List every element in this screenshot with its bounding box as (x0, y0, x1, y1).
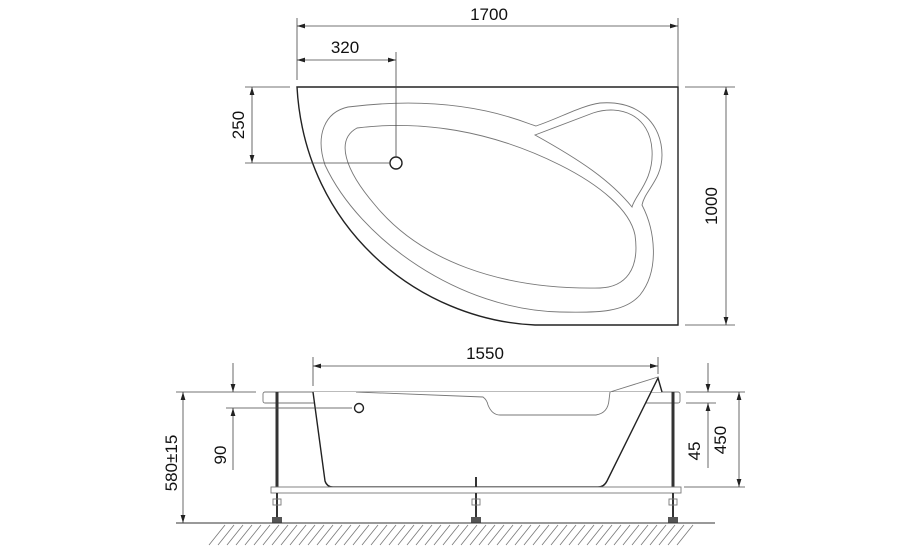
basin-outline (344, 124, 637, 289)
hatch-line (532, 524, 550, 546)
hatch-line (505, 524, 523, 546)
rim-inner-edge (320, 102, 663, 313)
hatch-line (568, 524, 586, 546)
dimension-label-320: 320 (331, 38, 359, 57)
hatch-line (523, 524, 541, 546)
dimension-label-250: 250 (229, 111, 248, 139)
hatch-line (595, 524, 613, 546)
hatch-line (388, 524, 406, 546)
top-view: 1700 320 250 1000 (229, 5, 735, 326)
hatch-line (271, 524, 289, 546)
headrest-outline (533, 109, 653, 208)
hatch-line (262, 524, 280, 546)
hatch-line (451, 524, 469, 546)
dimension-label-450: 450 (711, 426, 730, 454)
backrest-line (609, 376, 659, 393)
hatch-line (622, 524, 640, 546)
hatch-line (280, 524, 298, 546)
hatch-line (649, 524, 667, 546)
hatch-line (352, 524, 370, 546)
hatch-line (325, 524, 343, 546)
dimension-label-580: 580±15 (162, 435, 181, 492)
hatch-line (370, 524, 388, 546)
side-view: 1550 90 580±15 45 450 (162, 344, 745, 546)
hatch-line (307, 524, 325, 546)
hatch-line (577, 524, 595, 546)
hatch-line (604, 524, 622, 546)
hatch-line (316, 524, 334, 546)
hatch-line (487, 524, 505, 546)
overflow-circle (353, 402, 365, 414)
hatch-line (235, 524, 253, 546)
foot (668, 493, 678, 523)
hatch-line (208, 524, 226, 546)
hatch-line (478, 524, 496, 546)
hatch-line (253, 524, 271, 546)
hatch-line (667, 524, 685, 546)
hatch-line (613, 524, 631, 546)
hatch-line (217, 524, 235, 546)
hatch-line (244, 524, 262, 546)
hatch-line (559, 524, 577, 546)
hatch-line (226, 524, 244, 546)
hatch-line (514, 524, 532, 546)
dimension-label-90: 90 (211, 446, 230, 465)
hatch-line (586, 524, 604, 546)
hatch-line (550, 524, 568, 546)
foot (272, 493, 282, 523)
dimension-label-45: 45 (685, 442, 704, 461)
dimension-label-1000: 1000 (702, 187, 721, 225)
hatch-line (541, 524, 559, 546)
hatch-line (361, 524, 379, 546)
hatch-line (433, 524, 451, 546)
hatch-line (379, 524, 397, 546)
hatch-line (469, 524, 487, 546)
hatch-line (406, 524, 424, 546)
tub-outline-top (296, 86, 679, 326)
foot (471, 493, 481, 523)
hatch-line (298, 524, 316, 546)
hatch-line (343, 524, 361, 546)
hatch-line (334, 524, 352, 546)
dimension-label-1550: 1550 (466, 344, 504, 363)
hatch-line (415, 524, 433, 546)
hatch-line (640, 524, 658, 546)
dimension-label-1700: 1700 (470, 5, 508, 24)
hatch-line (460, 524, 478, 546)
hatch-line (658, 524, 676, 546)
hatch-line (676, 524, 694, 546)
armrest-recess (355, 391, 611, 416)
hatch-line (496, 524, 514, 546)
adjustable-feet (272, 493, 678, 523)
hatch-line (397, 524, 415, 546)
hatch-line (424, 524, 442, 546)
drain-circle (389, 156, 403, 170)
hatch-line (442, 524, 460, 546)
hatch-line (289, 524, 307, 546)
floor-hatching (208, 524, 694, 546)
hatch-line (631, 524, 649, 546)
base-frame (270, 486, 682, 494)
